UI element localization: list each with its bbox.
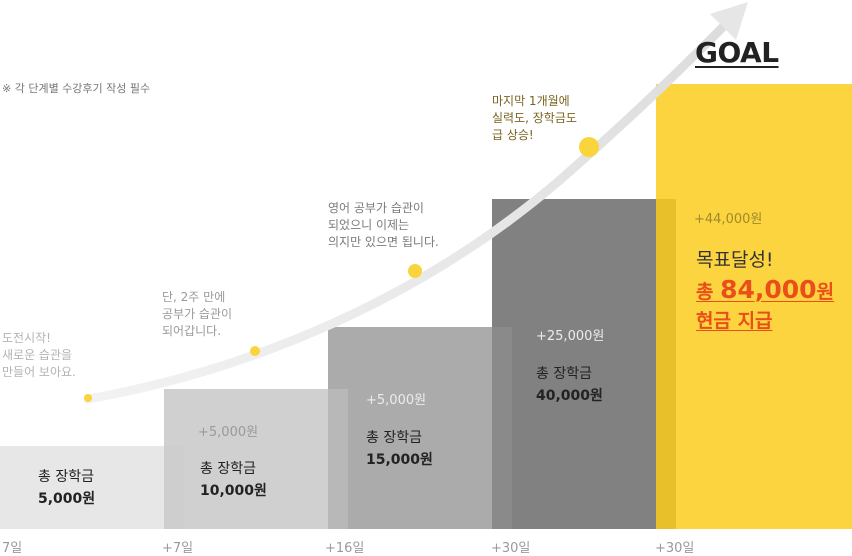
- increment-label-3: +5,000원: [366, 393, 427, 408]
- milestone-note-3: 영어 공부가 습관이 되었으니 이제는 의지만 있으면 됩니다.: [328, 201, 439, 249]
- milestone-dot-3: [408, 264, 422, 278]
- bar-step-4: [492, 199, 676, 529]
- increment-label-2: +5,000원: [198, 425, 259, 440]
- increment-label-4: +25,000원: [536, 329, 605, 344]
- x-tick-label: +16일: [325, 541, 365, 556]
- goal-reward-cash: 현금 지급: [696, 310, 773, 332]
- bar-overlap-4: [656, 199, 676, 529]
- goal-reward-unit: 원: [816, 281, 835, 303]
- bar-step-5: [656, 84, 852, 529]
- bar-overlap-3: [492, 327, 512, 529]
- goal-reward: 목표달성! 총 84,000원 현금 지급: [696, 246, 834, 336]
- goal-reward-number: 84,000: [720, 275, 817, 304]
- goal-reward-prefix: 총: [696, 281, 721, 303]
- x-tick-label: +30일: [655, 541, 695, 556]
- bar-overlap-2: [328, 389, 348, 529]
- total-label-1: 총 장학금 5,000원: [38, 466, 95, 510]
- notice-text: ※ 각 단계별 수강후기 작성 필수: [2, 82, 151, 95]
- goal-reward-amount: 총 84,000원: [696, 275, 834, 307]
- total-amount: 5,000원: [38, 491, 96, 507]
- milestone-note-2: 단, 2주 만에 공부가 습관이 되어갑니다.: [162, 290, 233, 338]
- growth-arrow-curve: [83, 17, 733, 404]
- milestone-dot-1: [84, 394, 92, 402]
- total-label-2: 총 장학금 10,000원: [200, 458, 267, 502]
- total-prefix: 총 장학금: [38, 469, 94, 485]
- bar-overlap-1: [164, 446, 184, 529]
- milestone-note-4: 마지막 1개월에 실력도, 장학금도 급 상승!: [492, 94, 577, 142]
- bar-step-1: [0, 446, 184, 529]
- x-tick-label: +30일: [491, 541, 531, 556]
- total-label-4: 총 장학금 40,000원: [536, 363, 603, 407]
- increment-label-5: +44,000원: [694, 212, 763, 227]
- bar-step-2: [164, 389, 348, 529]
- milestone-dot-2: [250, 346, 260, 356]
- growth-arrow-head: [710, 2, 748, 40]
- total-amount: 40,000원: [536, 388, 603, 404]
- total-prefix: 총 장학금: [536, 366, 592, 382]
- bar-step-3: [328, 327, 512, 529]
- goal-reward-title: 목표달성!: [696, 249, 774, 271]
- total-label-3: 총 장학금 15,000원: [366, 427, 433, 471]
- x-tick-label: 7일: [2, 541, 23, 556]
- milestone-note-1: 도전시작! 새로운 습관을 만들어 보아요.: [2, 331, 76, 379]
- total-amount: 10,000원: [200, 483, 267, 499]
- milestone-dot-4: [579, 137, 599, 157]
- total-prefix: 총 장학금: [200, 461, 256, 477]
- x-tick-label: +7일: [162, 541, 194, 556]
- total-prefix: 총 장학금: [366, 430, 422, 446]
- total-amount: 15,000원: [366, 452, 433, 468]
- goal-label: GOAL: [695, 36, 779, 69]
